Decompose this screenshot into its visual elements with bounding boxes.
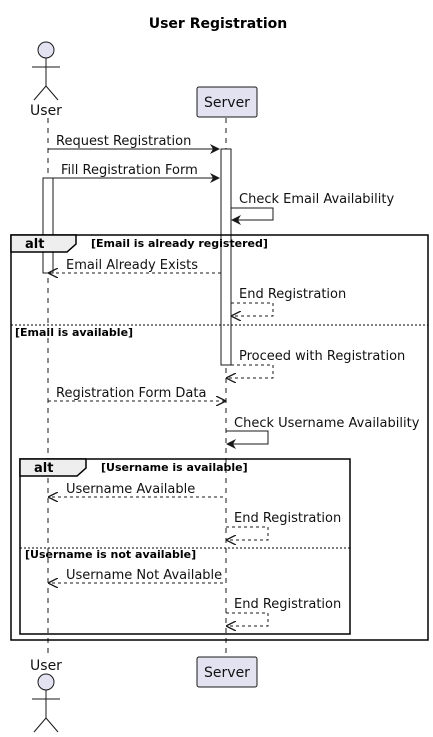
svg-text:Email Already Exists: Email Already Exists: [66, 258, 198, 273]
server-participant-top: Server: [196, 86, 258, 118]
inner-guard-username-available: [Username is available]: [101, 461, 248, 474]
message-proceed-with-registration: Proceed with Registration: [227, 349, 405, 378]
inner-guard-username-not-available: [Username is not available]: [25, 548, 196, 561]
message-end-registration-3: End Registration: [226, 597, 341, 626]
user-activation: [42, 177, 54, 274]
svg-text:Username Available: Username Available: [66, 482, 195, 497]
svg-text:Username Not Available: Username Not Available: [66, 568, 222, 583]
outer-guard-email-available: [Email is available]: [15, 326, 133, 339]
message-check-username-availability: Check Username Availability: [226, 416, 420, 449]
svg-text:Check Email Availability: Check Email Availability: [239, 192, 394, 207]
user-label-top: User: [30, 103, 62, 119]
svg-text:Request Registration: Request Registration: [56, 134, 191, 149]
message-request-registration: Request Registration: [48, 134, 220, 154]
server-participant-bottom: Server: [196, 656, 258, 688]
server-label-top: Server: [204, 95, 250, 111]
outer-alt-fragment: alt [Email is already registered] [Email…: [10, 234, 429, 641]
user-actor-bottom: User: [30, 658, 62, 733]
svg-text:Fill Registration Form: Fill Registration Form: [61, 163, 198, 178]
user-label-bottom: User: [30, 658, 62, 674]
user-actor-top: User: [30, 41, 62, 119]
server-activation: [220, 148, 232, 366]
inner-alt-keyword: alt: [34, 461, 53, 476]
message-check-email-availability: Check Email Availability: [231, 192, 394, 225]
message-registration-form-data: Registration Form Data: [48, 386, 225, 401]
svg-text:Check Username Availability: Check Username Availability: [234, 416, 420, 431]
outer-guard-email-registered: [Email is already registered]: [91, 237, 268, 250]
message-email-already-exists: Email Already Exists: [49, 258, 221, 273]
message-end-registration-1: End Registration: [231, 287, 346, 316]
message-username-available: Username Available: [49, 482, 223, 497]
svg-text:Proceed with Registration: Proceed with Registration: [239, 349, 405, 364]
svg-text:End Registration: End Registration: [239, 287, 346, 302]
svg-text:Registration Form Data: Registration Form Data: [56, 386, 206, 401]
message-end-registration-2: End Registration: [226, 511, 341, 540]
svg-text:End Registration: End Registration: [234, 597, 341, 612]
svg-text:End Registration: End Registration: [234, 511, 341, 526]
message-username-not-available: Username Not Available: [49, 568, 223, 583]
message-fill-registration-form: Fill Registration Form: [53, 163, 220, 183]
server-label-bottom: Server: [204, 665, 250, 681]
outer-alt-keyword: alt: [25, 237, 44, 252]
diagram-title: User Registration: [149, 16, 288, 32]
inner-alt-fragment: alt [Username is available] [Username is…: [19, 458, 351, 635]
